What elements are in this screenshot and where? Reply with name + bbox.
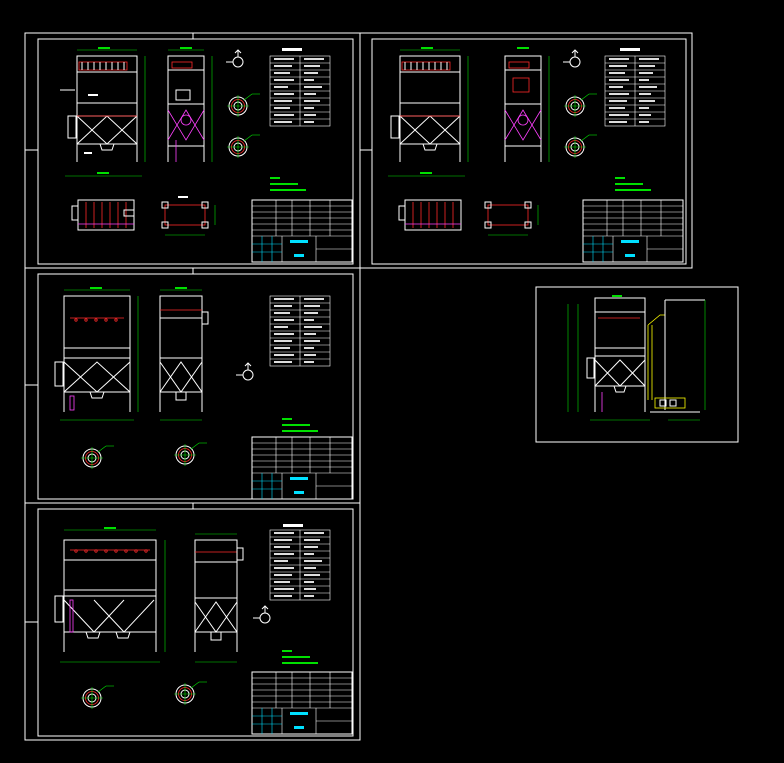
parameter-table-3	[269, 295, 331, 367]
drawing-sheet-5	[535, 286, 739, 443]
plan-view-1	[71, 199, 135, 231]
side-view-3	[159, 287, 209, 421]
front-view-3	[54, 287, 139, 421]
plan-view-2	[398, 199, 462, 231]
duct-assembly-5	[647, 299, 706, 421]
side-view-4	[194, 533, 244, 663]
parameter-table-4	[269, 524, 331, 601]
drawing-sheet-3	[24, 267, 361, 504]
drawing-sheet-1	[24, 32, 361, 269]
notes-1	[270, 177, 306, 191]
front-view-5	[567, 295, 650, 421]
drawing-sheet-4	[24, 502, 361, 741]
notes-4	[282, 650, 318, 664]
foundation-plan-2	[484, 201, 539, 236]
notes-2	[615, 177, 651, 191]
side-view	[167, 47, 213, 162]
foundation-plan-1	[161, 196, 216, 236]
front-view-2	[388, 47, 469, 177]
notes-3	[282, 418, 318, 432]
front-view	[60, 47, 146, 177]
parameter-table-2	[604, 48, 666, 127]
parameter-table-1	[269, 48, 331, 127]
front-view-4	[54, 527, 166, 663]
drawing-sheet-2	[359, 32, 693, 269]
side-view-2	[504, 47, 550, 162]
